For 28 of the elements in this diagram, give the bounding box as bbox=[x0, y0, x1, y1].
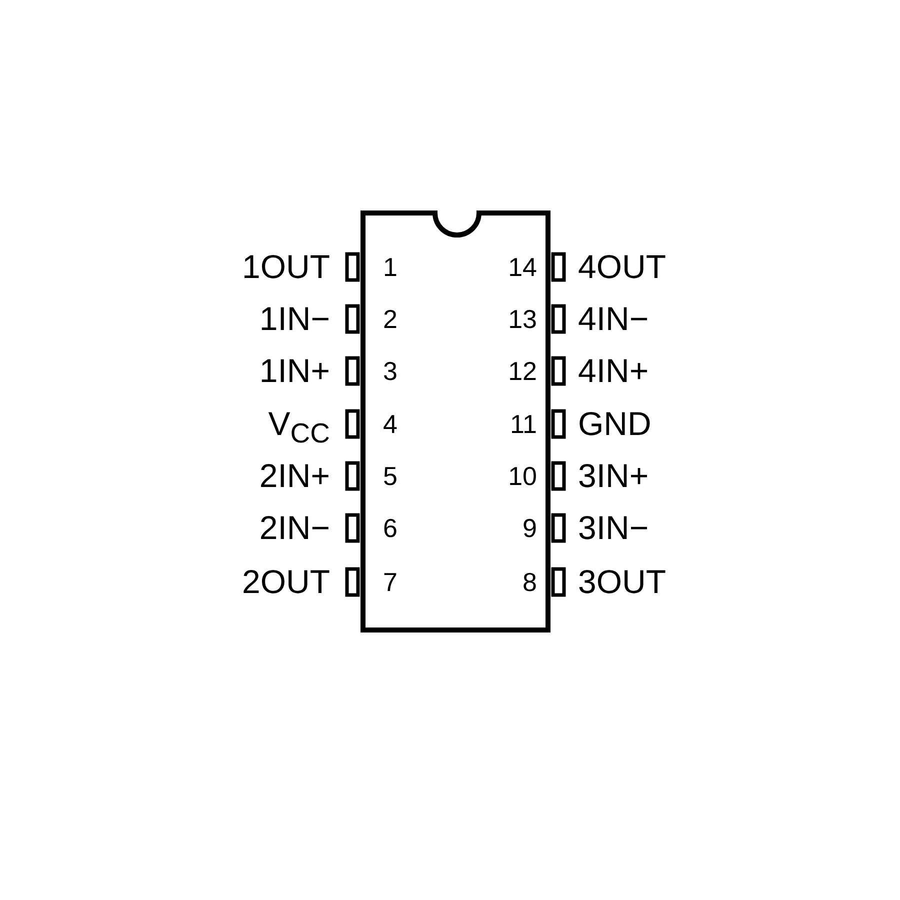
pin-name: 1IN− bbox=[259, 302, 330, 334]
pin-number: 2 bbox=[383, 306, 398, 332]
pin-number: 7 bbox=[383, 569, 398, 595]
pin-name: 3IN− bbox=[578, 510, 649, 544]
pin-number: 9 bbox=[522, 515, 537, 541]
pin-name: 3OUT bbox=[578, 564, 666, 598]
pin-number: 10 bbox=[508, 463, 537, 489]
pin-name: 2OUT bbox=[242, 564, 330, 598]
pin-name: 2IN− bbox=[259, 510, 330, 544]
pin-number: 12 bbox=[508, 358, 537, 384]
pin-name: 3IN+ bbox=[578, 458, 649, 492]
pin-name: V$_{CC}$ bbox=[268, 406, 330, 447]
pin-number: 4 bbox=[383, 411, 398, 437]
pin-number: 13 bbox=[508, 306, 537, 332]
pin-name: 4IN− bbox=[578, 302, 649, 334]
pin-number: 3 bbox=[383, 358, 398, 384]
pin-name: 4IN+ bbox=[578, 354, 649, 386]
pin-number: 8 bbox=[522, 569, 537, 595]
pin-number: 5 bbox=[383, 463, 398, 489]
pin-number: 14 bbox=[508, 254, 537, 280]
pin-name: 2IN+ bbox=[259, 458, 330, 492]
pin-name: 1OUT bbox=[242, 250, 330, 282]
pin-name: GND bbox=[578, 406, 652, 440]
pin-number: 6 bbox=[383, 515, 398, 541]
pin-name: 1IN+ bbox=[259, 354, 330, 386]
pin-number: 11 bbox=[510, 411, 537, 437]
pin-name: 4OUT bbox=[578, 250, 666, 282]
pin-number: 1 bbox=[383, 254, 398, 280]
